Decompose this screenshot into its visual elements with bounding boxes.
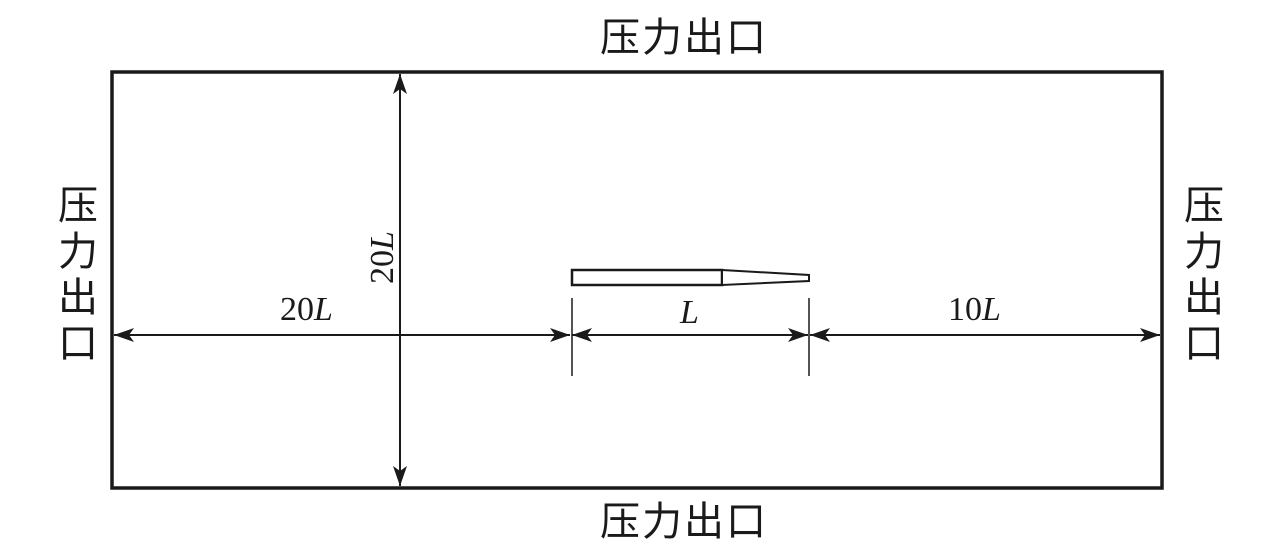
chord-length-label: L — [680, 296, 699, 330]
downstream-length-unit: L — [982, 291, 1001, 328]
top-boundary-label: 压力出口 — [600, 15, 768, 61]
domain-boundary — [110, 70, 1164, 490]
domain-height-unit: L — [364, 231, 401, 250]
domain-height-label: 20L — [364, 231, 401, 284]
body-plate — [570, 268, 724, 287]
domain-height-number: 20 — [364, 250, 401, 284]
downstream-length-number: 10 — [948, 291, 982, 328]
upstream-length-unit: L — [314, 291, 333, 328]
left-boundary-label: 压力出口 — [51, 184, 97, 368]
right-boundary-label: 压力出口 — [1177, 184, 1223, 368]
body-tapered-tail — [721, 268, 810, 287]
bottom-boundary-label: 压力出口 — [600, 499, 768, 545]
chord-length-unit: L — [680, 294, 699, 331]
upstream-length-number: 20 — [280, 291, 314, 328]
downstream-length-label: 10L — [948, 293, 1001, 327]
upstream-length-label: 20L — [280, 293, 333, 327]
